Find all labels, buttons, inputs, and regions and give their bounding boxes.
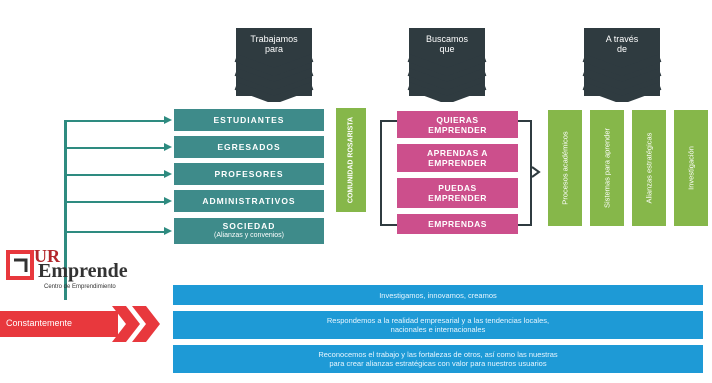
audience-sociedad: SOCIEDAD (Alianzas y convenios): [174, 218, 324, 244]
bracket-line: [64, 231, 168, 233]
goal-line1: EMPRENDAS: [428, 219, 487, 229]
bracket-line: [64, 120, 168, 122]
goal-line1: QUIERAS: [436, 114, 479, 125]
chevron-down-icon: [234, 54, 314, 102]
goals-bracket-top: [380, 120, 397, 122]
header-line1: Buscamos: [425, 34, 469, 44]
header-line2: de: [616, 44, 627, 54]
means-label: Alianzas estratégicas: [644, 132, 654, 204]
statement-text-line2: para crear alianzas estratégicas con val…: [329, 359, 547, 368]
logo: UR Emprende Centro de Emprendimiento: [4, 246, 174, 296]
header-line1: Trabajamos: [250, 34, 298, 44]
goal-line2: EMPRENDER: [428, 193, 487, 203]
audience-sublabel: (Alianzas y convenios): [213, 232, 285, 239]
header-text: A través de: [584, 34, 660, 54]
header-line2: para: [264, 44, 283, 54]
audience-label: EGRESADOS: [217, 141, 281, 152]
goal-aprendas-a-emprender: APRENDAS A EMPRENDER: [397, 144, 518, 172]
arrow-right-icon: [164, 227, 172, 235]
chevron-right-icon: [112, 306, 160, 342]
means-investigacion: Investigación: [674, 110, 708, 226]
goal-line2: EMPRENDER: [428, 158, 487, 168]
logo-name: Emprende: [38, 260, 128, 282]
means-label: Sistemas para aprender: [602, 127, 612, 209]
logo-mark-icon: [6, 250, 34, 280]
statement-text-line1: Reconocemos el trabajo y las fortalezas …: [318, 350, 558, 359]
audience-egresados: EGRESADOS: [174, 136, 324, 158]
arrow-right-icon: [164, 143, 172, 151]
community-label: COMUNIDAD ROSARISTA: [347, 116, 355, 204]
statement-bar-2: Respondemos a la realidad empresarial y …: [173, 311, 703, 339]
audience-label: ADMINISTRATIVOS: [202, 195, 296, 206]
statement-bar-1: Investigamos, innovamos, creamos: [173, 285, 703, 305]
means-label: Procesos académicos: [560, 131, 570, 205]
header-line1: A través: [605, 34, 639, 44]
arrow-right-icon: [164, 197, 172, 205]
arrow-right-icon: [164, 170, 172, 178]
bracket-line-vertical: [64, 120, 67, 300]
arrow-right-icon: [164, 116, 172, 124]
goals-bracket-top-right: [518, 120, 532, 122]
statement-text: Investigamos, innovamos, creamos: [379, 290, 497, 300]
goals-bracket-bottom: [380, 224, 397, 226]
means-sistemas-para-aprender: Sistemas para aprender: [590, 110, 624, 226]
audience-label: ESTUDIANTES: [213, 114, 285, 125]
constantly-ribbon: Constantemente: [0, 311, 118, 337]
goal-emprendas: EMPRENDAS: [397, 214, 518, 234]
header-line2: que: [439, 44, 455, 54]
audience-label: SOCIEDAD: [222, 221, 276, 231]
goals-bracket-bottom-right: [518, 224, 532, 226]
goals-bracket-left: [380, 120, 382, 226]
chevron-down-icon: [407, 54, 487, 102]
header-text: Trabajamos para: [236, 34, 312, 54]
audience-profesores: PROFESORES: [174, 163, 324, 185]
goal-puedas-emprender: PUEDAS EMPRENDER: [397, 178, 518, 208]
means-alianzas-estrategicas: Alianzas estratégicas: [632, 110, 666, 226]
chevron-right-icon: [531, 166, 541, 178]
goal-line2: EMPRENDER: [428, 124, 487, 135]
statement-bar-3: Reconocemos el trabajo y las fortalezas …: [173, 345, 703, 373]
constantly-label: Constantemente: [6, 318, 73, 328]
audience-estudiantes: ESTUDIANTES: [174, 109, 324, 131]
goal-quieras-emprender: QUIERAS EMPRENDER: [397, 111, 518, 138]
chevron-down-icon: [582, 54, 662, 102]
bracket-line: [64, 147, 168, 149]
statement-text-line1: Respondemos a la realidad empresarial y …: [326, 316, 550, 325]
goal-line1: PUEDAS: [438, 183, 477, 193]
statement-text-line2: nacionales e internacionales: [390, 325, 486, 334]
means-procesos-academicos: Procesos académicos: [548, 110, 582, 226]
logo-tagline: Centro de Emprendimiento: [44, 284, 116, 290]
bracket-line: [64, 201, 168, 203]
audience-administrativos: ADMINISTRATIVOS: [174, 190, 324, 212]
bracket-line: [64, 174, 168, 176]
goals-bracket-right: [530, 120, 532, 226]
audience-label: PROFESORES: [214, 168, 284, 179]
logo-prefix: UR: [34, 246, 60, 266]
arrow-heads: [164, 116, 172, 235]
community-label-box: COMUNIDAD ROSARISTA: [336, 108, 366, 212]
means-label: Investigación: [686, 146, 696, 190]
header-text: Buscamos que: [409, 34, 485, 54]
goal-line1: APRENDAS A: [427, 148, 488, 158]
